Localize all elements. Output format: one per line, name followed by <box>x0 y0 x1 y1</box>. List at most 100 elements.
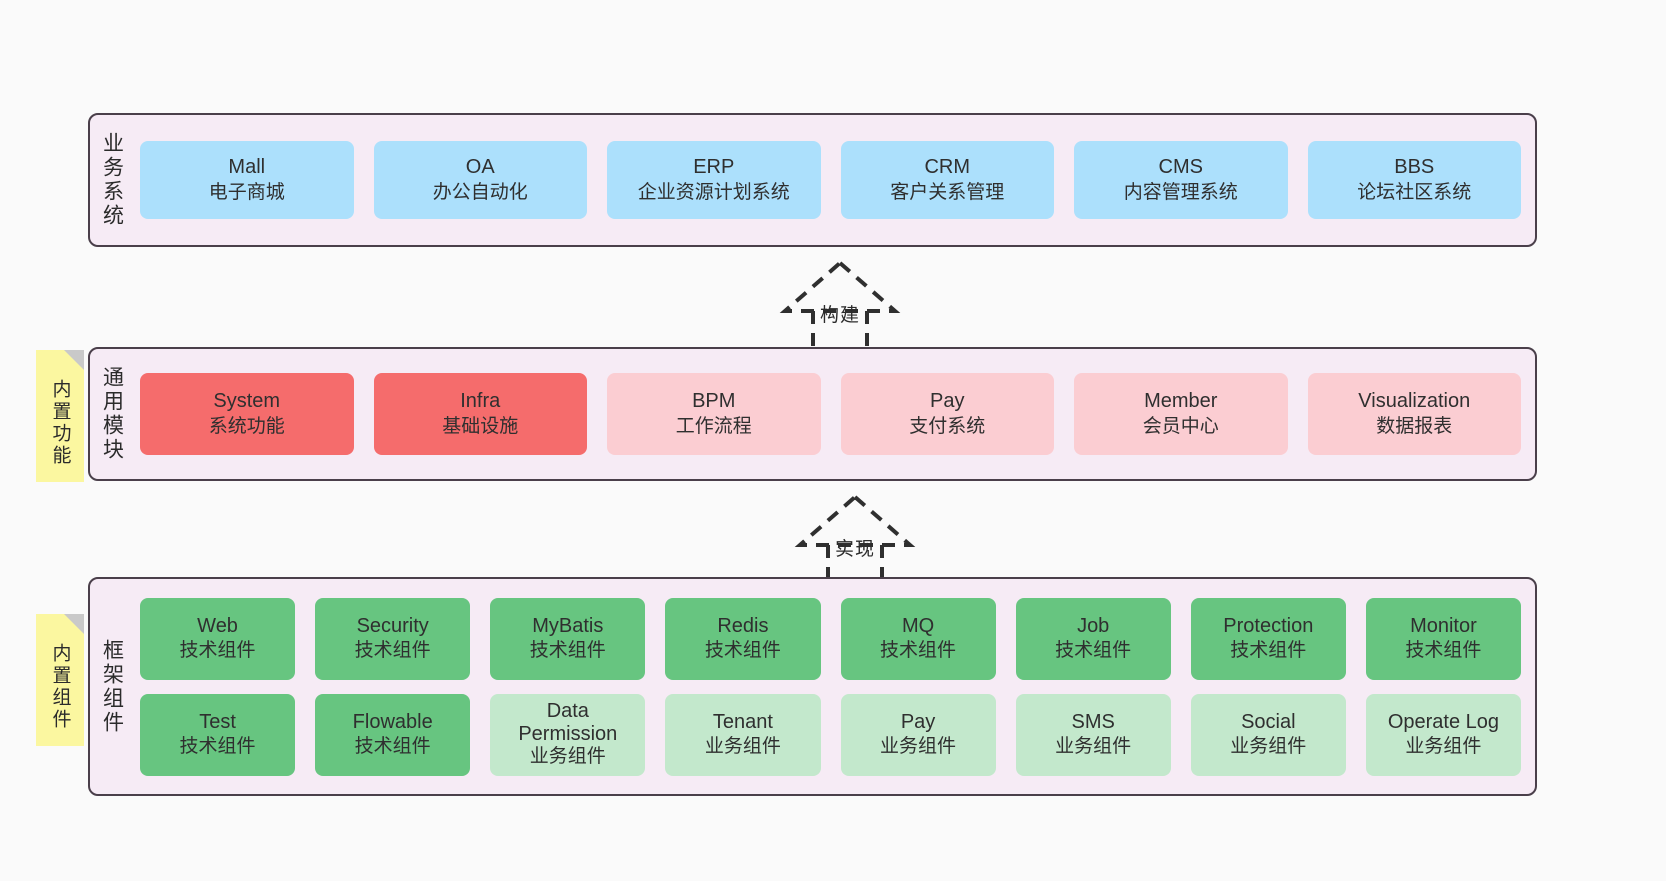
card-title-cn: 论坛社区系统 <box>1357 181 1472 203</box>
card-title-en: Visualization <box>1358 390 1471 413</box>
card-title-cn: 技术组件 <box>1055 640 1132 662</box>
card-social[interactable]: Social 业务组件 <box>1190 693 1346 776</box>
card-title-en: Pay <box>930 390 965 413</box>
card-title-cn: 业务组件 <box>1055 736 1132 758</box>
card-title-en: ERP <box>693 156 735 179</box>
card-title-cn: 技术组件 <box>1230 640 1307 662</box>
card-test[interactable]: Test 技术组件 <box>140 693 296 776</box>
card-title-cn: 技术组件 <box>704 640 781 662</box>
card-sms[interactable]: SMS 业务组件 <box>1015 693 1171 776</box>
card-member[interactable]: Member 会员中心 <box>1074 373 1288 455</box>
connector-build-arrow-icon <box>779 260 901 353</box>
card-cms[interactable]: CMS 内容管理系统 <box>1074 141 1288 219</box>
card-flowable[interactable]: Flowable 技术组件 <box>315 693 471 776</box>
card-title-cn: 内容管理系统 <box>1123 181 1238 203</box>
card-title-cn: 技术组件 <box>179 736 256 758</box>
layer-title-modules: 通用模块 <box>100 366 124 462</box>
layer-body-framework: Web 技术组件 Security 技术组件 MyBatis 技术组件 Redi… <box>134 579 1535 794</box>
card-title-en: MyBatis <box>532 614 604 637</box>
card-bpm[interactable]: BPM 工作流程 <box>607 373 821 455</box>
card-title-cn: 技术组件 <box>354 736 431 758</box>
card-system[interactable]: System 系统功能 <box>140 373 354 455</box>
card-title-cn: 技术组件 <box>1405 640 1482 662</box>
card-tenant[interactable]: Tenant 业务组件 <box>665 693 821 776</box>
card-erp[interactable]: ERP 企业资源计划系统 <box>607 141 821 219</box>
card-title-en: Data Permission <box>518 700 618 745</box>
layer-body-modules: System 系统功能 Infra 基础设施 BPM 工作流程 Pay 支付系统… <box>134 349 1535 479</box>
card-title-en: Social <box>1241 710 1296 733</box>
card-title-en: Member <box>1144 390 1218 413</box>
card-infra[interactable]: Infra 基础设施 <box>373 373 587 455</box>
card-title-en: Tenant <box>712 710 773 733</box>
card-title-en: Protection <box>1223 614 1314 637</box>
card-title-en: MQ <box>901 614 935 637</box>
card-pay-component[interactable]: Pay 业务组件 <box>840 693 996 776</box>
layer-body-business: Mall 电子商城 OA 办公自动化 ERP 企业资源计划系统 CRM 客户关系… <box>134 115 1535 245</box>
card-title-en: Flowable <box>352 710 433 733</box>
card-title-cn: 企业资源计划系统 <box>637 181 790 203</box>
card-title-en: Web <box>197 614 238 637</box>
card-title-en: CMS <box>1158 156 1203 179</box>
card-title-en: Operate Log <box>1387 710 1500 733</box>
card-title-en: Test <box>199 710 236 733</box>
connector-implement-arrow-icon <box>794 494 916 587</box>
layer-framework-components: 框架组件 Web 技术组件 Security 技术组件 MyBatis 技术组件… <box>88 577 1537 796</box>
card-title-en: Infra <box>460 390 501 413</box>
connector-build: 构建 <box>745 253 935 353</box>
card-title-cn: 业务组件 <box>529 745 606 767</box>
card-row: System 系统功能 Infra 基础设施 BPM 工作流程 Pay 支付系统… <box>140 373 1521 455</box>
layer-business-system: 业务系统 Mall 电子商城 OA 办公自动化 ERP 企业资源计划系统 CRM… <box>88 113 1537 247</box>
card-redis[interactable]: Redis 技术组件 <box>665 597 821 680</box>
card-security[interactable]: Security 技术组件 <box>315 597 471 680</box>
card-oa[interactable]: OA 办公自动化 <box>373 141 587 219</box>
card-title-cn: 数据报表 <box>1376 415 1453 437</box>
note-builtin-function: 内置功能 <box>36 350 84 482</box>
card-monitor[interactable]: Monitor 技术组件 <box>1365 597 1521 680</box>
card-title-cn: 办公自动化 <box>432 181 528 203</box>
card-title-en: Pay <box>900 710 936 733</box>
card-visualization[interactable]: Visualization 数据报表 <box>1307 373 1521 455</box>
card-title-en: Mall <box>228 156 266 179</box>
connector-implement: 实现 <box>760 487 950 587</box>
card-title-en: OA <box>465 156 495 179</box>
card-title-cn: 技术组件 <box>354 640 431 662</box>
card-row: Test 技术组件 Flowable 技术组件 Data Permission … <box>140 693 1521 776</box>
card-bbs[interactable]: BBS 论坛社区系统 <box>1307 141 1521 219</box>
card-title-cn: 技术组件 <box>179 640 256 662</box>
card-title-en: Job <box>1077 614 1110 637</box>
card-data-permission[interactable]: Data Permission 业务组件 <box>490 693 646 776</box>
card-row: Mall 电子商城 OA 办公自动化 ERP 企业资源计划系统 CRM 客户关系… <box>140 141 1521 219</box>
card-title-cn: 支付系统 <box>909 415 986 437</box>
layer-title-business: 业务系统 <box>100 132 124 228</box>
card-title-cn: 电子商城 <box>208 181 285 203</box>
card-mybatis[interactable]: MyBatis 技术组件 <box>490 597 646 680</box>
card-title-en: CRM <box>924 156 971 179</box>
card-title-cn: 基础设施 <box>442 415 519 437</box>
note-builtin-function-label: 内置功能 <box>49 379 71 467</box>
card-title-cn: 业务组件 <box>1405 736 1482 758</box>
card-pay-module[interactable]: Pay 支付系统 <box>840 373 1054 455</box>
card-title-cn: 会员中心 <box>1142 415 1219 437</box>
card-web[interactable]: Web 技术组件 <box>140 597 296 680</box>
card-title-cn: 业务组件 <box>880 736 957 758</box>
card-title-en: BPM <box>692 390 736 413</box>
card-title-en: Monitor <box>1410 614 1477 637</box>
card-title-en: Security <box>356 614 429 637</box>
card-title-cn: 工作流程 <box>675 415 752 437</box>
card-mq[interactable]: MQ 技术组件 <box>840 597 996 680</box>
card-title-en: SMS <box>1071 710 1115 733</box>
layer-common-modules: 通用模块 System 系统功能 Infra 基础设施 BPM 工作流程 Pay… <box>88 347 1537 481</box>
card-title-cn: 技术组件 <box>529 640 606 662</box>
card-title-en: Redis <box>717 614 769 637</box>
card-title-en: BBS <box>1394 156 1435 179</box>
card-mall[interactable]: Mall 电子商城 <box>140 141 354 219</box>
card-job[interactable]: Job 技术组件 <box>1015 597 1171 680</box>
note-builtin-component: 内置组件 <box>36 614 84 746</box>
layer-title-framework: 框架组件 <box>100 638 124 735</box>
card-protection[interactable]: Protection 技术组件 <box>1190 597 1346 680</box>
card-title-en: System <box>213 390 281 413</box>
card-crm[interactable]: CRM 客户关系管理 <box>840 141 1054 219</box>
card-operate-log[interactable]: Operate Log 业务组件 <box>1365 693 1521 776</box>
card-title-cn: 技术组件 <box>880 640 957 662</box>
